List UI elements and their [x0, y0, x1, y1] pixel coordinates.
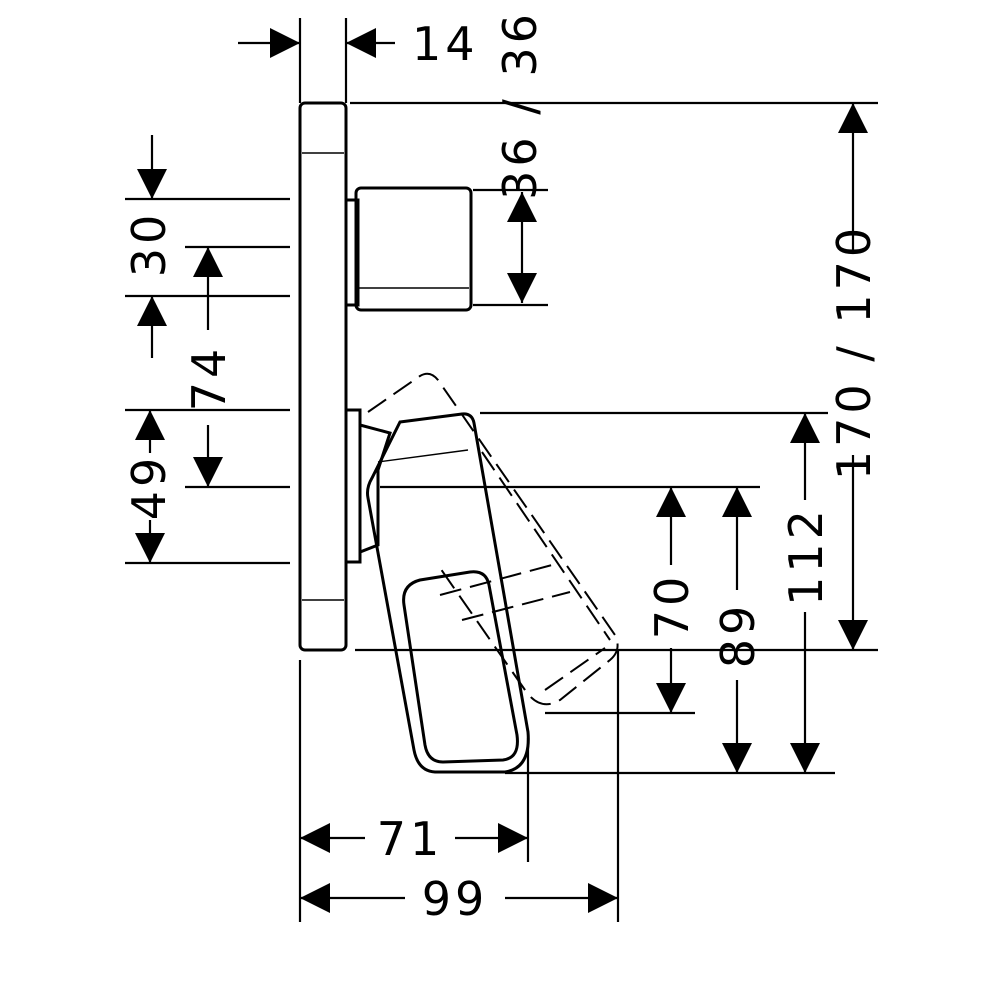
dim-label-74: 74	[182, 345, 236, 412]
diverter-knob	[354, 186, 473, 312]
handle-rotated-edge	[481, 451, 611, 641]
arrow	[838, 620, 868, 650]
arrow	[193, 457, 223, 487]
arrow	[722, 487, 752, 517]
handle-rotated-hatch-1	[439, 564, 553, 596]
dim-label-49: 49	[122, 454, 176, 521]
arrow	[656, 683, 686, 713]
arrow	[135, 410, 165, 440]
handle-edge-line	[377, 449, 469, 463]
handle-rotated-outline	[367, 372, 619, 706]
dim-label-71: 71	[377, 812, 444, 866]
arrow	[507, 192, 537, 222]
knob-collar	[344, 198, 360, 307]
dimension-labels: 14 36 / 36 30 74 49 170 / 170 112 89 70 …	[122, 10, 881, 926]
cover-plate	[298, 101, 348, 652]
arrow	[722, 743, 752, 773]
arrow	[300, 823, 330, 853]
dim-label-30: 30	[122, 211, 176, 278]
dim-label-36-36-top: 36 / 36	[493, 10, 547, 200]
handle-collar	[344, 408, 362, 564]
arrow	[137, 296, 167, 326]
arrow	[270, 28, 300, 58]
mixer-handle	[366, 412, 530, 774]
arrow	[838, 103, 868, 133]
dim-label-112: 112	[779, 506, 833, 606]
arrow	[588, 883, 618, 913]
arrow	[300, 883, 330, 913]
arrow	[346, 28, 376, 58]
dimension-lines	[135, 28, 868, 913]
mixer-body	[298, 101, 619, 774]
dim-label-14: 14	[412, 17, 479, 71]
arrow	[790, 413, 820, 443]
arrow	[135, 533, 165, 563]
arrow	[193, 247, 223, 277]
dim-label-99: 99	[422, 872, 489, 926]
arrow	[137, 169, 167, 199]
dim-label-89: 89	[711, 602, 765, 669]
handle-opening	[402, 570, 519, 764]
arrow	[498, 823, 528, 853]
handle-neck	[358, 423, 392, 555]
arrow	[507, 273, 537, 303]
handle-rotated-hatch-2	[461, 591, 571, 621]
arrow	[790, 743, 820, 773]
dim-label-70: 70	[645, 573, 699, 640]
arrow	[656, 487, 686, 517]
dim-label-170-170: 170 / 170	[827, 224, 881, 480]
handle-rotated-hatch-3	[544, 647, 606, 691]
